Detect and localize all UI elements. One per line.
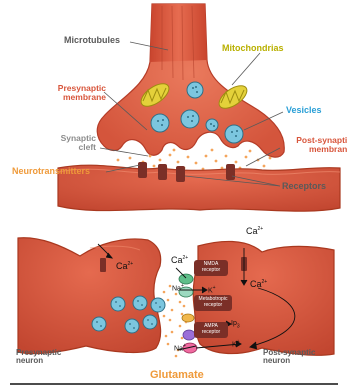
ampa-receptor-box: AMPA receptor bbox=[194, 322, 228, 338]
presynaptic-terminal-top bbox=[97, 4, 284, 157]
ip3-label: Ip3 bbox=[231, 320, 240, 330]
presynaptic-neuron-label: Presynaptic neuron bbox=[16, 349, 61, 366]
na-ion-bottom: Na+ bbox=[174, 344, 186, 353]
k-ion-top: K+ bbox=[208, 286, 216, 295]
synaptic-cleft-label: Synaptic cleft bbox=[30, 134, 96, 152]
k-ion-bottom: K+ bbox=[232, 340, 240, 349]
vesicles-label: Vesicles bbox=[286, 106, 322, 115]
postsynaptic-neuron-label: Post-synaptic neuron bbox=[263, 349, 315, 366]
ca-ion-right-inside: Ca2+ bbox=[250, 280, 267, 289]
nmda-receptor-box: NMDA receptor bbox=[194, 260, 228, 276]
neurotransmitters-label: Neurotransmitters bbox=[12, 167, 90, 176]
postsynaptic-membrane-label: Post-synaptic membrane bbox=[282, 136, 347, 154]
na-ion-top: Na+ bbox=[172, 284, 184, 293]
presynaptic-membrane-label: Presynaptic membrane bbox=[28, 84, 106, 102]
ca-ion-top-mid: Ca2+ bbox=[171, 256, 188, 265]
metabotropic-receptor-box: Metabotropic receptor bbox=[194, 295, 232, 311]
ca-ion-left: Ca2+ bbox=[116, 262, 133, 271]
mitochondrias-label: Mitochondrias bbox=[222, 44, 284, 53]
microtubules-label: Microtubules bbox=[64, 36, 120, 45]
ca-ion-top-right: Ca2+ bbox=[246, 227, 263, 236]
glutamate-label: Glutamate bbox=[150, 370, 204, 382]
receptors-label: Receptors bbox=[282, 182, 326, 191]
ion-channel-left bbox=[100, 258, 106, 272]
